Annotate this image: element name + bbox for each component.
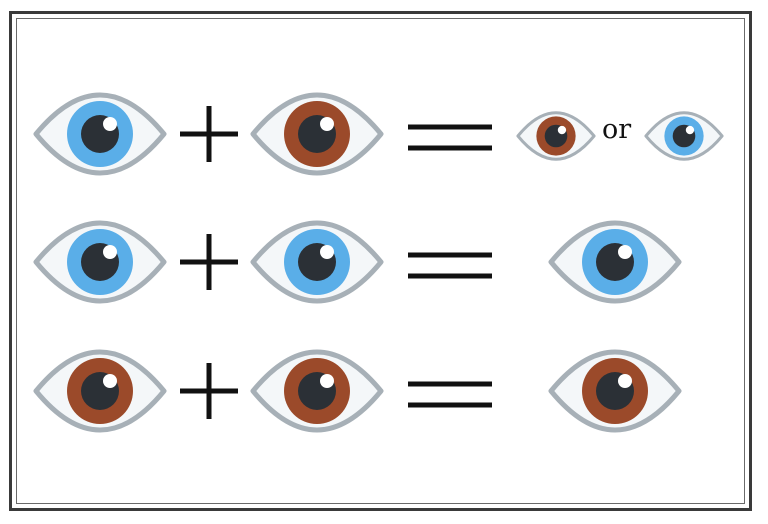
equals-icon [408, 124, 492, 151]
plus-icon [180, 106, 238, 162]
eye-icon [33, 92, 167, 176]
eye-icon [250, 92, 384, 176]
inner-frame [16, 18, 745, 504]
eye-icon [250, 349, 384, 433]
eye-icon [33, 220, 167, 304]
equals-icon [408, 252, 492, 279]
eye-icon [548, 349, 682, 433]
plus-icon [180, 363, 238, 419]
eye-icon [250, 220, 384, 304]
or-label: or [602, 114, 632, 145]
eye-icon [33, 349, 167, 433]
eye-icon [516, 111, 596, 161]
plus-icon [180, 234, 238, 290]
eye-icon [548, 220, 682, 304]
outer-frame [9, 11, 752, 511]
equals-icon [408, 381, 492, 408]
eye-icon [644, 111, 724, 161]
